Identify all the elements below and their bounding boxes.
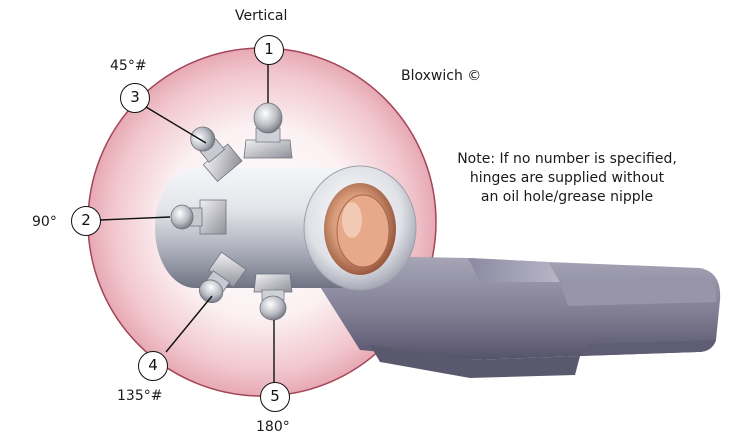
callout-5: 5 bbox=[260, 382, 290, 412]
hinge-arm bbox=[300, 255, 721, 378]
grease-nipple-vertical bbox=[243, 102, 293, 159]
hinge-tube bbox=[155, 165, 417, 291]
grease-nipple-90 bbox=[170, 199, 227, 235]
leader-lines bbox=[99, 64, 275, 382]
label-vertical: Vertical bbox=[235, 8, 288, 24]
note-line-1: Note: If no number is specified, bbox=[457, 151, 677, 167]
callout-2: 2 bbox=[71, 206, 101, 236]
note-line-2: hinges are supplied without bbox=[469, 170, 665, 186]
label-135: 135°# bbox=[117, 388, 163, 404]
grease-nipple-135 bbox=[199, 251, 247, 304]
brand-label: Bloxwich © bbox=[401, 68, 482, 84]
callout-1: 1 bbox=[254, 35, 284, 65]
note-line-3: an oil hole/grease nipple bbox=[480, 189, 654, 205]
note-text: Note: If no number is specified, hinges … bbox=[432, 150, 702, 207]
label-45: 45°# bbox=[110, 58, 147, 74]
label-180: 180° bbox=[256, 419, 290, 435]
grease-nipple-180 bbox=[253, 273, 293, 321]
label-90: 90° bbox=[32, 214, 57, 230]
callout-3: 3 bbox=[120, 83, 150, 113]
grease-nipple-45 bbox=[190, 126, 243, 183]
callout-4: 4 bbox=[138, 351, 168, 381]
